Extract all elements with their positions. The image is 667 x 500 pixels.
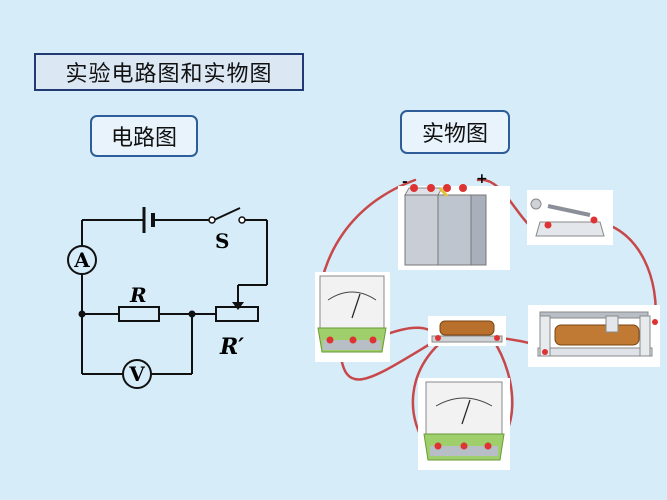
rheostat-terminal-1	[542, 349, 548, 355]
switch-base	[535, 221, 605, 237]
battery-negative-sign: -	[402, 174, 408, 190]
cell-1	[404, 194, 439, 266]
resistor-terminal-1	[435, 335, 441, 341]
voltmeter-terminal-3	[484, 442, 492, 450]
rheostat-end-right	[639, 315, 651, 357]
battery-positive-sign: +	[476, 171, 488, 187]
ammeter-symbol	[67, 245, 97, 275]
voltmeter-photo	[418, 378, 510, 470]
wire-ammeter-resistor	[338, 336, 442, 381]
rheostat-label: R′	[219, 334, 244, 360]
rheostat-base	[537, 347, 653, 357]
resistor-label: R	[129, 283, 147, 307]
ammeter-terminal-2	[349, 336, 357, 344]
resistor-terminal-2	[494, 335, 500, 341]
rheostat-terminal-2	[652, 319, 658, 325]
ammeter-terminal-1	[326, 336, 334, 344]
voltmeter-needle	[461, 399, 471, 425]
ammeter-plate	[323, 340, 381, 350]
rheostat-coil	[554, 324, 640, 346]
battery-link	[438, 187, 449, 197]
page-title-text: 实验电路图和实物图	[65, 62, 273, 87]
cell-side	[470, 194, 487, 266]
rheostat-photo	[528, 305, 660, 367]
junction-right	[188, 310, 196, 318]
physical-diagram-label-text: 实物图	[421, 122, 488, 147]
voltmeter-scale	[435, 397, 493, 407]
physical-diagram-label: 实物图	[400, 110, 510, 154]
ammeter-photo	[315, 272, 390, 362]
ammeter-needle	[351, 293, 361, 319]
switch-contact-right	[238, 216, 246, 224]
ammeter-label: A	[73, 248, 90, 272]
circuit-diagram-label: 电路图	[90, 115, 198, 157]
circuit-diagram-label-text: 电路图	[110, 126, 177, 151]
resistor-base	[431, 335, 503, 343]
switch-handle	[530, 198, 542, 210]
rheostat-end-left	[539, 315, 551, 357]
rheostat-slider	[605, 315, 619, 333]
ammeter-terminal-3	[369, 336, 377, 344]
junction-left	[78, 310, 86, 318]
switch-terminal-1	[544, 221, 552, 229]
switch-label: S	[215, 229, 229, 253]
voltmeter-face	[425, 381, 503, 435]
knife-switch-photo	[527, 190, 613, 245]
voltmeter-terminal-1	[434, 442, 442, 450]
switch-contact-left	[208, 216, 216, 224]
slider-arrow-head	[232, 302, 244, 310]
voltmeter-label: V	[128, 362, 145, 386]
switch-backdrop	[527, 190, 613, 245]
switch-blade-photo	[547, 204, 591, 217]
rheostat-rail	[539, 311, 649, 319]
ammeter-scale	[327, 291, 377, 301]
battery-pack-photo: - +	[398, 171, 510, 270]
page-title: 实验电路图和实物图	[34, 53, 304, 91]
voltmeter-plate	[430, 446, 498, 456]
ammeter-face	[319, 275, 385, 329]
resistor-coil	[439, 320, 495, 336]
cell-2	[437, 194, 472, 266]
switch-blade	[213, 207, 241, 221]
switch-terminal-2	[590, 216, 598, 224]
resistor-photo	[428, 316, 506, 346]
voltmeter-symbol	[122, 359, 152, 389]
voltmeter-terminal-2	[460, 442, 468, 450]
battery-terminals	[410, 184, 467, 192]
